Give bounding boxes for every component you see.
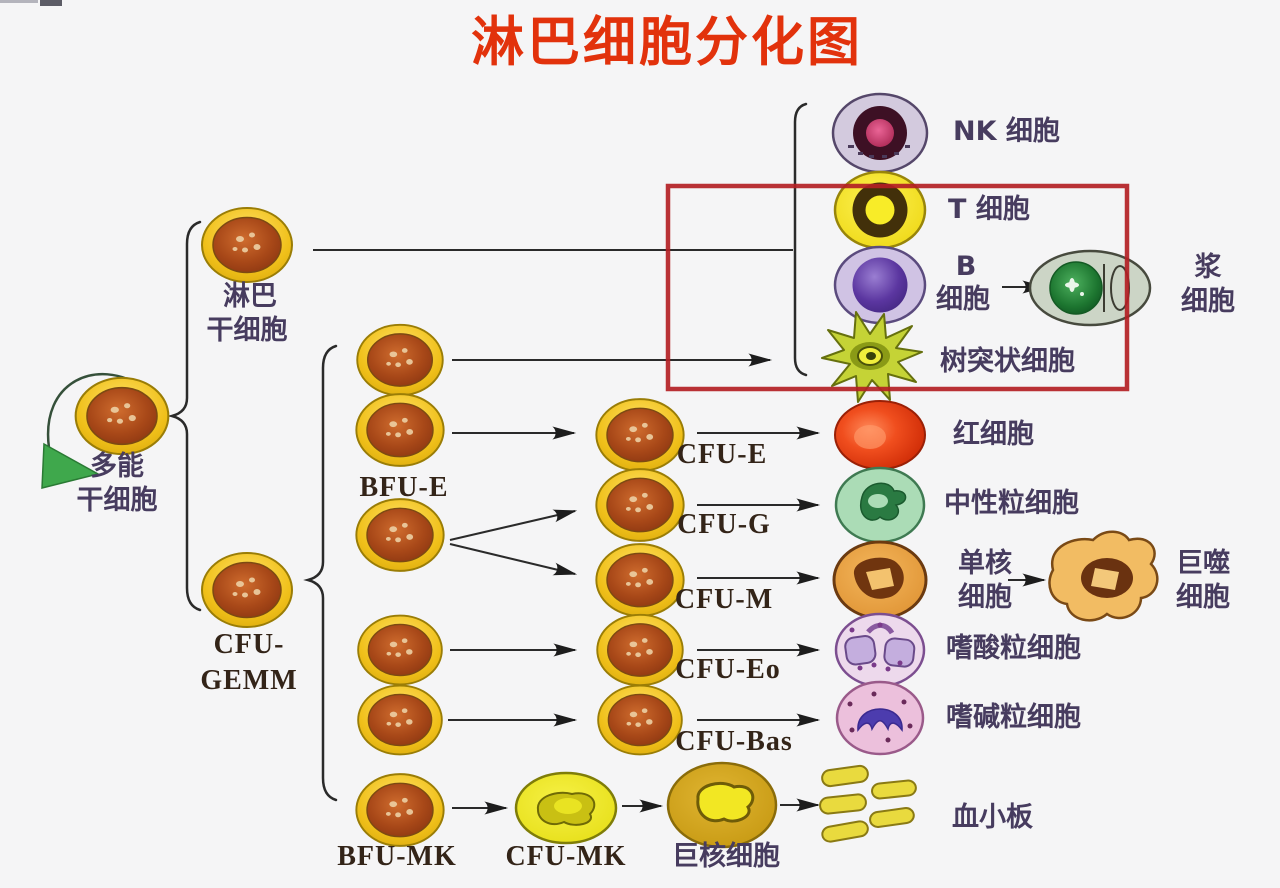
label-nk-cell: NK 细胞 [953, 116, 1060, 147]
branch-brackets [167, 102, 808, 802]
monocyte-cell [832, 540, 928, 620]
label-plasma-line2: 细胞 [1181, 286, 1235, 317]
label-eosinophil: 嗜酸粒细胞 [946, 633, 1081, 664]
label-cfu-gemm-line2: GEMM [200, 665, 298, 696]
lymphoid-stem-cell [201, 207, 293, 283]
megakaryocyte-cell [666, 761, 778, 849]
label-cfu-mk: CFU-MK [505, 841, 627, 872]
label-cfu-gemm-line1: CFU- [213, 629, 285, 660]
plasma-cell [1028, 249, 1152, 327]
label-lymphoid-line1: 淋巴 [223, 281, 277, 312]
label-bfu-e: BFU-E [359, 472, 449, 503]
cfu-m-cell [595, 543, 685, 617]
label-bfu-mk: BFU-MK [337, 841, 457, 872]
label-cfu-bas: CFU-Bas [675, 726, 793, 757]
page-title: 淋巴细胞分化图 [471, 12, 863, 73]
label-cfu-e: CFU-E [676, 439, 768, 470]
label-monocyte-line2: 细胞 [958, 582, 1012, 613]
scan-artifact-mark [40, 0, 62, 6]
connector-lines [313, 249, 1047, 815]
bfu-e-cell [355, 393, 445, 467]
label-macrophage-line1: 巨噬 [1176, 548, 1230, 579]
label-monocyte-line1: 单核 [958, 548, 1012, 579]
eosinophil-cell [834, 612, 926, 688]
dendritic-cell [821, 311, 923, 403]
cfu-gemm-cell [201, 552, 293, 628]
label-b-cell-line2: 细胞 [936, 284, 990, 315]
cfu-eo-cell [596, 613, 684, 687]
label-megakaryocyte: 巨核细胞 [672, 841, 780, 872]
multipotent-stem-cell [74, 376, 170, 456]
label-macrophage-line2: 细胞 [1176, 582, 1230, 613]
progenitor-bas-cell [357, 684, 443, 756]
label-cfu-g: CFU-G [677, 509, 771, 540]
progenitor-eo-cell [357, 614, 443, 686]
nk-cell [831, 92, 929, 174]
label-plasma-line1: 浆 [1194, 252, 1222, 283]
highlight-box [665, 183, 1130, 392]
progenitor-dendritic-cell [356, 323, 444, 397]
label-cfu-m: CFU-M [674, 584, 774, 615]
label-lymphoid-line2: 干细胞 [206, 315, 288, 346]
label-basophil: 嗜碱粒细胞 [946, 702, 1081, 733]
cfu-bas-cell [597, 684, 683, 756]
cfu-mk-cell [514, 771, 618, 845]
platelets [819, 764, 917, 843]
label-b-cell-line1: B [955, 251, 977, 282]
progenitor-gm-cell [355, 498, 445, 572]
b-cell [833, 245, 927, 325]
macrophage-cell [1048, 530, 1159, 622]
label-dendritic: 树突状细胞 [940, 346, 1075, 377]
label-multipotent-line2: 干细胞 [76, 485, 158, 516]
label-neutrophil: 中性粒细胞 [944, 488, 1079, 519]
cfu-g-cell [595, 468, 685, 542]
label-cfu-eo: CFU-Eo [675, 654, 781, 685]
neutrophil-cell [834, 466, 926, 544]
label-rbc: 红细胞 [953, 419, 1034, 450]
basophil-cell [835, 680, 925, 756]
label-multipotent-line1: 多能 [90, 451, 144, 482]
label-t-cell: T 细胞 [948, 194, 1030, 225]
cfu-e-cell [595, 398, 685, 472]
scan-artifact-line [0, 0, 38, 3]
bfu-mk-cell [355, 773, 445, 847]
label-platelets: 血小板 [952, 802, 1033, 833]
red-blood-cell [834, 400, 926, 470]
t-cell [833, 170, 927, 250]
